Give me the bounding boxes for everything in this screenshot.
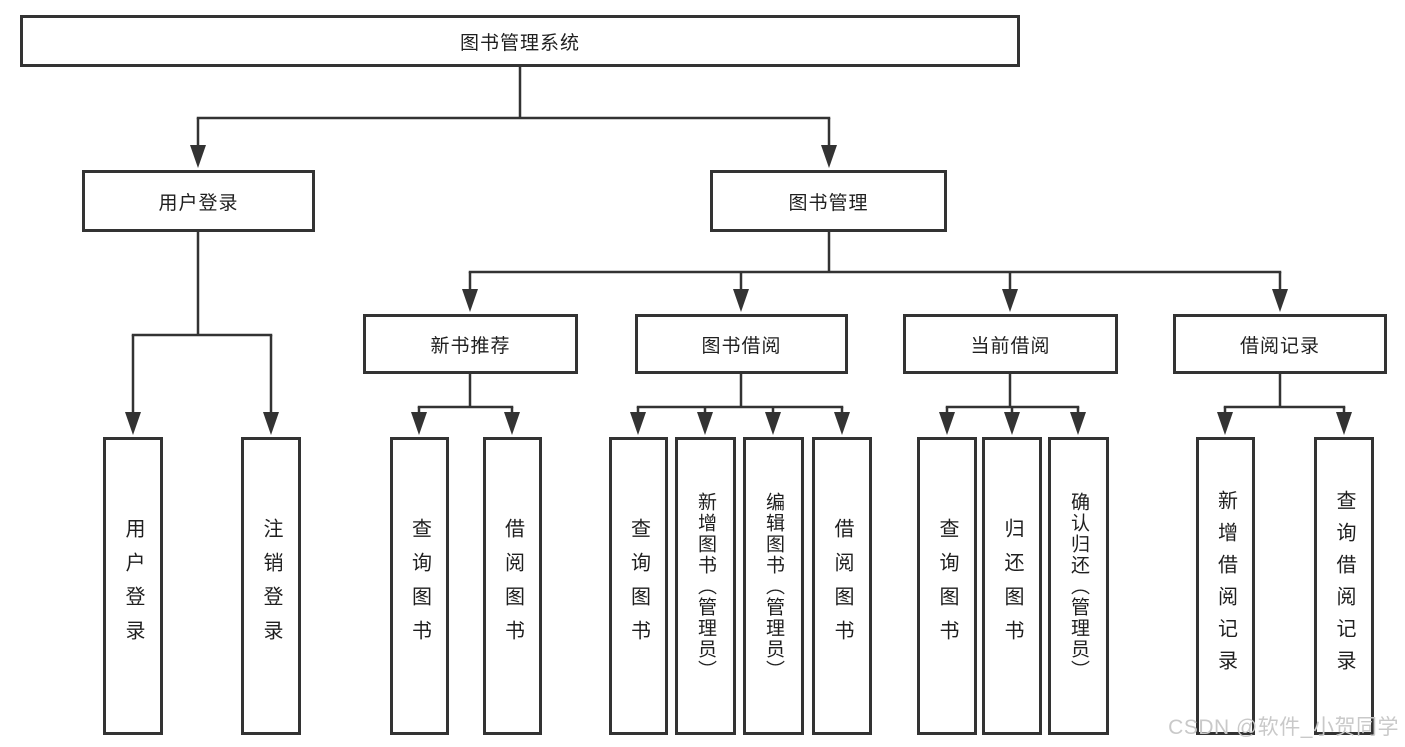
leaf-return-books-label: 归还图书 xyxy=(1001,518,1023,654)
leaf-query-books-current: 查询图书 xyxy=(917,437,977,735)
leaf-borrow-books-borrowing: 借阅图书 xyxy=(812,437,872,735)
leaf-user-login: 用户登录 xyxy=(103,437,163,735)
leaf-query-books-borrowing: 查询图书 xyxy=(609,437,668,735)
node-book-management: 图书管理 xyxy=(710,170,947,232)
leaf-borrow-books-borrowing-label: 借阅图书 xyxy=(831,518,853,654)
leaf-borrow-books-recommend-label: 借阅图书 xyxy=(501,518,524,654)
leaf-query-books-borrowing-label: 查询图书 xyxy=(627,518,650,654)
leaf-logout: 注销登录 xyxy=(241,437,301,735)
node-new-book-recommend: 新书推荐 xyxy=(363,314,578,374)
node-current-borrowing: 当前借阅 xyxy=(903,314,1118,374)
leaf-logout-label: 注销登录 xyxy=(260,518,282,654)
leaf-query-books-recommend: 查询图书 xyxy=(390,437,449,735)
leaf-add-books-admin: 新增图书（管理员） xyxy=(675,437,736,735)
node-user-login-group: 用户登录 xyxy=(82,170,315,232)
leaf-query-borrow-record-label: 查询借阅记录 xyxy=(1333,490,1355,682)
leaf-confirm-return-admin-label: 确认归还（管理员） xyxy=(1068,491,1089,681)
leaf-add-books-admin-label: 新增图书（管理员） xyxy=(695,491,716,681)
leaf-edit-books-admin: 编辑图书（管理员） xyxy=(743,437,804,735)
leaf-return-books: 归还图书 xyxy=(982,437,1042,735)
node-book-borrowing: 图书借阅 xyxy=(635,314,848,374)
leaf-query-borrow-record: 查询借阅记录 xyxy=(1314,437,1374,735)
leaf-query-books-current-label: 查询图书 xyxy=(936,518,958,654)
leaf-add-borrow-record-label: 新增借阅记录 xyxy=(1214,490,1237,682)
leaf-add-borrow-record: 新增借阅记录 xyxy=(1196,437,1255,735)
leaf-query-books-recommend-label: 查询图书 xyxy=(408,518,431,654)
node-root-book-management-system: 图书管理系统 xyxy=(20,15,1020,67)
node-borrowing-records: 借阅记录 xyxy=(1173,314,1387,374)
leaf-borrow-books-recommend: 借阅图书 xyxy=(483,437,542,735)
leaf-confirm-return-admin: 确认归还（管理员） xyxy=(1048,437,1109,735)
leaf-user-login-label: 用户登录 xyxy=(122,518,144,654)
leaf-edit-books-admin-label: 编辑图书（管理员） xyxy=(763,491,784,681)
